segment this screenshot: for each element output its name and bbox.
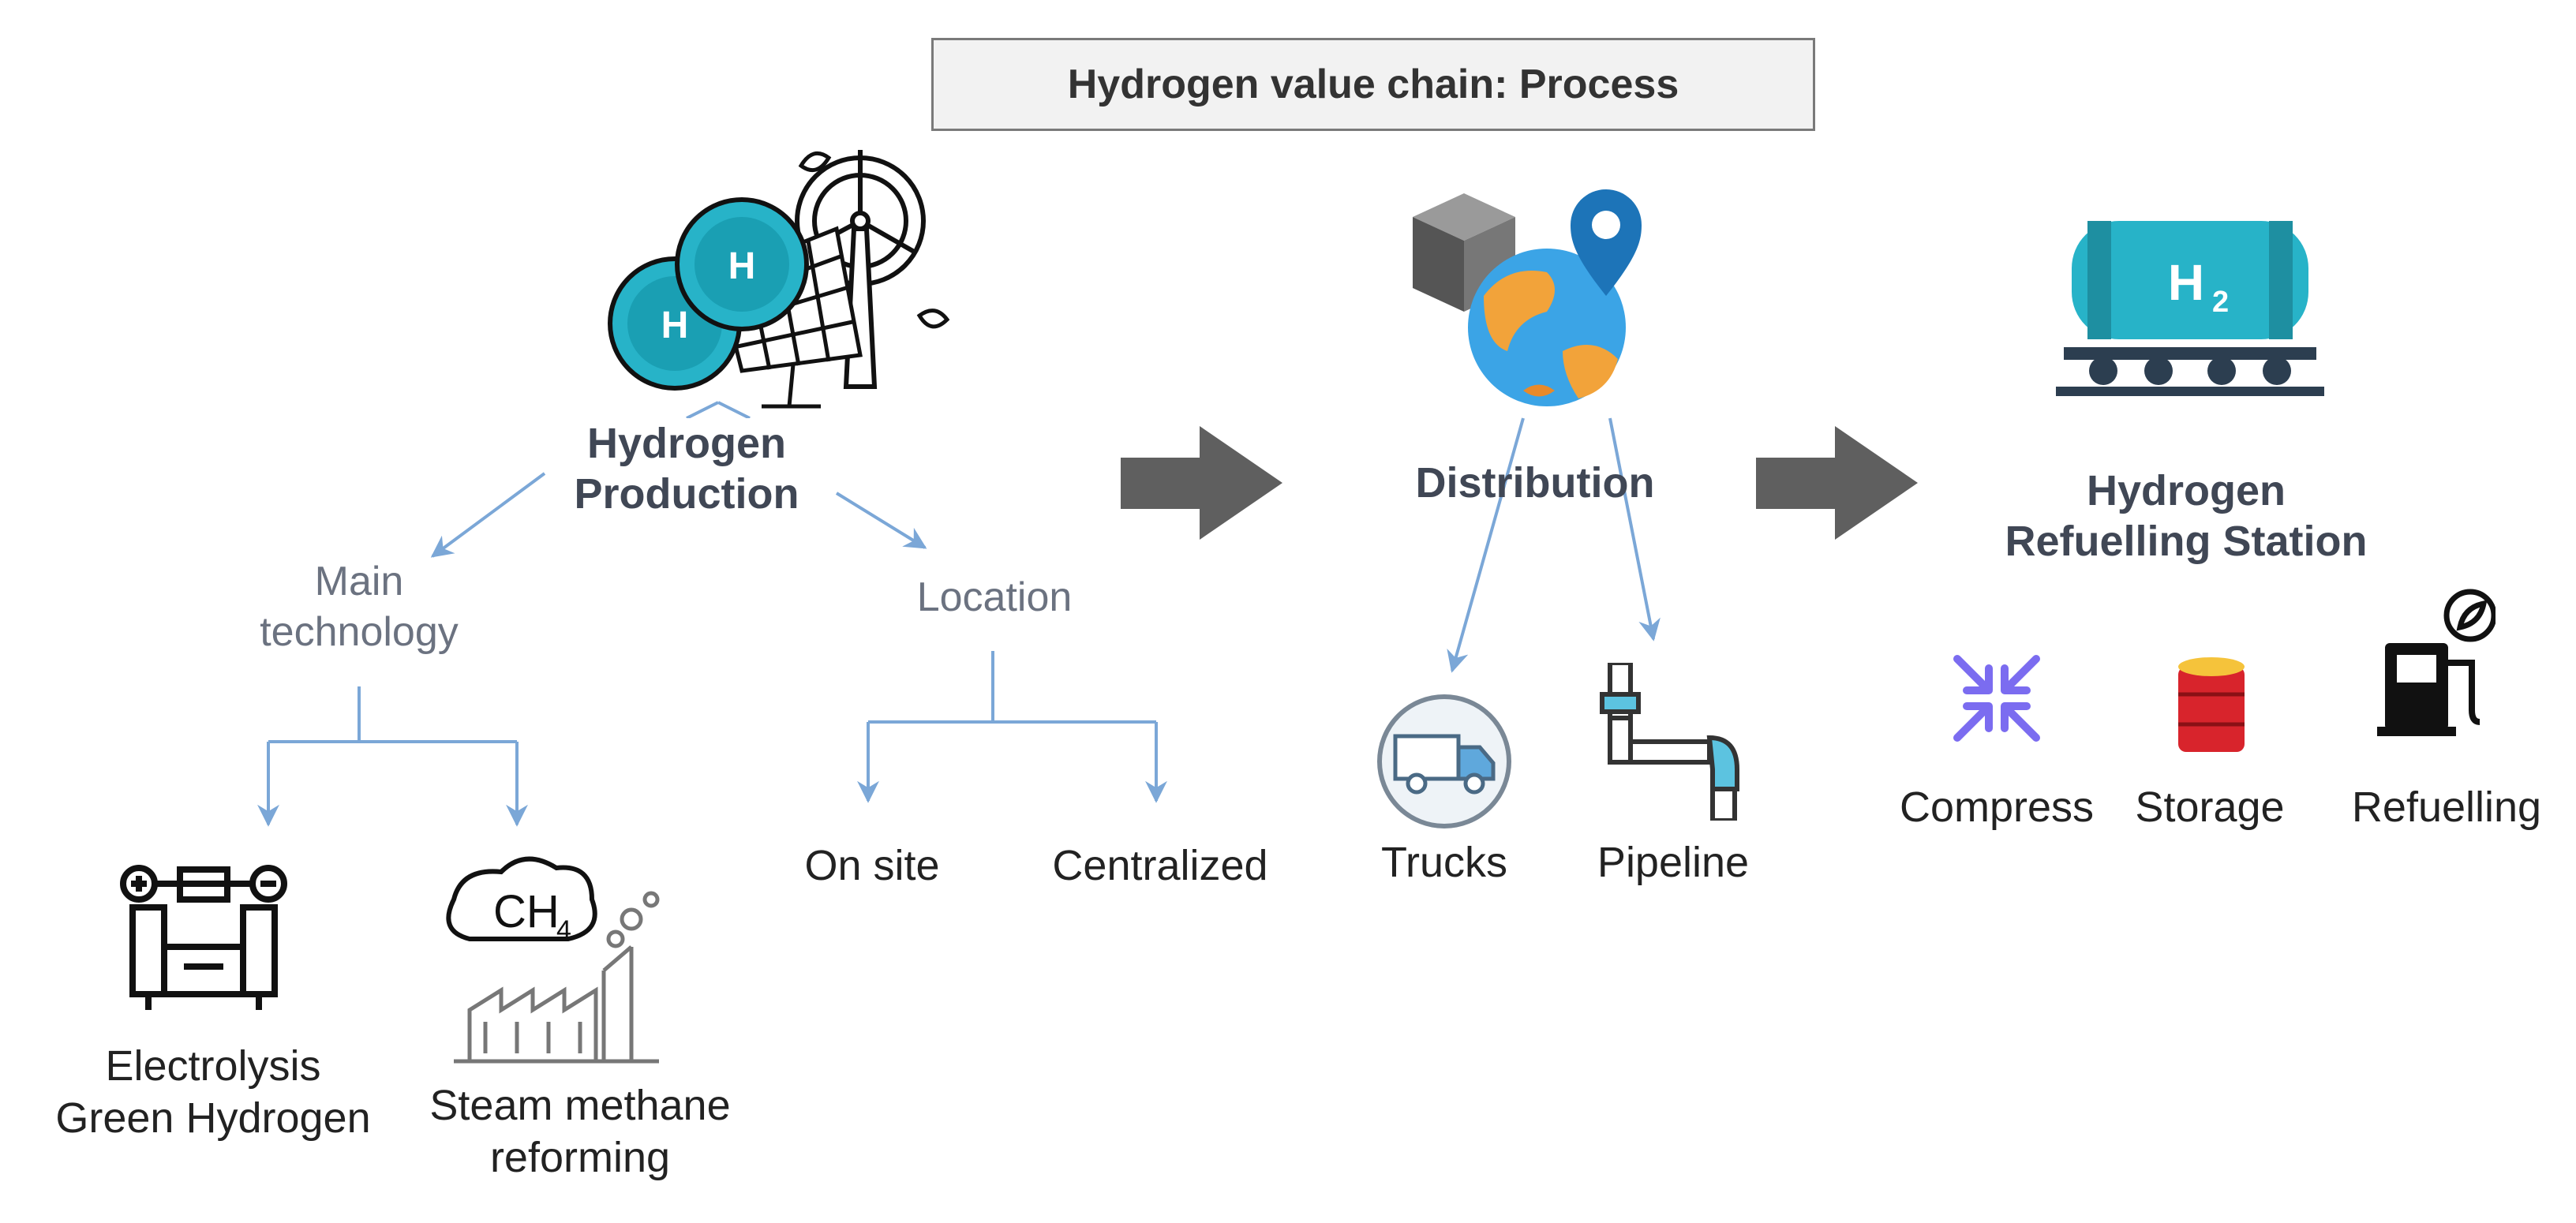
- pipeline-icon: [1600, 663, 1739, 821]
- process-arrow-2: [1756, 426, 1918, 540]
- smr-label: Steam methane reforming: [429, 1082, 731, 1181]
- hydrogen-tank-icon: H 2: [2056, 221, 2324, 396]
- station-label: Hydrogen Refuelling Station: [2005, 467, 2368, 565]
- distribution-label: Distribution: [1415, 459, 1655, 507]
- package-box-icon: [1413, 193, 1515, 312]
- truck-icon: [1377, 694, 1511, 828]
- distribution-icon: [1413, 189, 1642, 406]
- hydrogen-production-icon: H H: [608, 150, 950, 418]
- process-arrow-1: [1121, 426, 1282, 540]
- svg-text:H: H: [728, 245, 756, 287]
- location-tree: [857, 651, 1167, 803]
- onsite-label: On site: [804, 842, 940, 889]
- svg-text:H: H: [2168, 254, 2204, 311]
- hydrogen-molecule-icon: H H: [608, 197, 809, 391]
- arrow-to-trucks: [1447, 417, 1525, 673]
- fuel-pump-leaf-icon: [2377, 589, 2496, 736]
- methane-factory-icon: CH 4: [446, 856, 660, 1064]
- svg-text:H: H: [661, 305, 689, 346]
- main-technology-label: Main technology: [260, 559, 459, 655]
- svg-text:CH: CH: [493, 886, 560, 937]
- pipeline-label: Pipeline: [1597, 839, 1750, 886]
- svg-text:2: 2: [2212, 286, 2229, 319]
- svg-text:4: 4: [556, 915, 571, 945]
- trucks-label: Trucks: [1381, 839, 1507, 886]
- globe-icon: [1468, 249, 1626, 406]
- compress-icon: [1953, 655, 2040, 742]
- electrolyzer-icon: [120, 865, 287, 1010]
- arrow-to-main-technology: [430, 472, 546, 558]
- location-pin-icon: [1571, 189, 1642, 296]
- compress-label: Compress: [1899, 784, 2095, 831]
- refuelling-label: Refuelling: [2351, 784, 2542, 831]
- arrow-to-pipeline: [1608, 417, 1661, 641]
- arrow-to-location: [835, 492, 927, 549]
- main-technology-tree: [257, 686, 528, 827]
- diagram-title: Hydrogen value chain: Process: [931, 38, 1815, 131]
- centralized-label: Centralized: [1052, 842, 1268, 889]
- storage-barrel-icon: [2178, 657, 2245, 752]
- production-label: Hydrogen Production: [574, 420, 799, 518]
- electrolysis-label: Electrolysis Green Hydrogen: [55, 1042, 371, 1142]
- location-label: Location: [916, 574, 1073, 620]
- leaf-icon: [2443, 589, 2496, 642]
- storage-label: Storage: [2135, 784, 2285, 831]
